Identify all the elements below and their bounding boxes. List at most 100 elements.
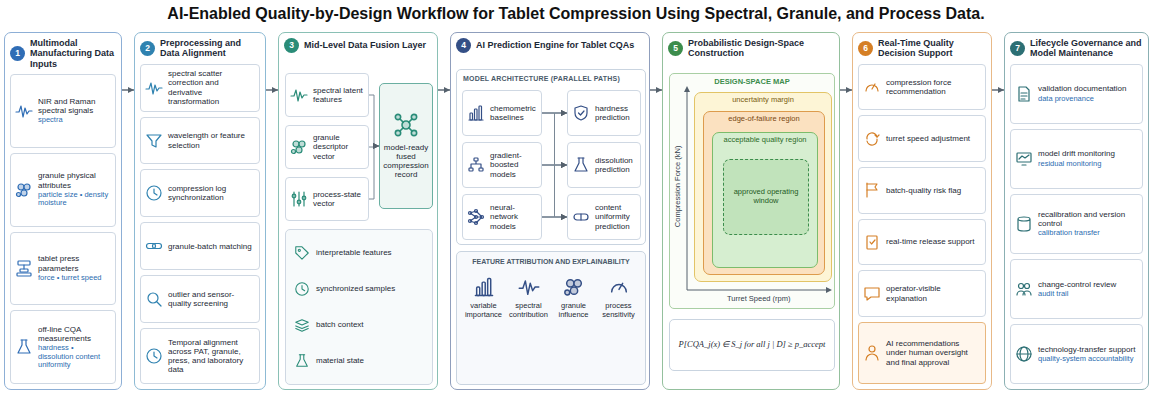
- panel-header: 2Preprocessing and Data Alignment: [140, 38, 260, 59]
- panel-heading: AI Prediction Engine for Tablet CQAs: [476, 40, 634, 50]
- panel-header: 3Mid-Level Data Fusion Layer: [284, 38, 432, 53]
- card-detail: particle size • density moisture: [38, 191, 111, 208]
- icon: [290, 138, 308, 156]
- card-text: chemometric baselines: [490, 104, 537, 122]
- card-label: turret speed adjustment: [886, 134, 970, 143]
- icon: [15, 259, 33, 277]
- list-row: batch context: [294, 317, 424, 333]
- step-card: wavelength or feature selection: [140, 117, 260, 165]
- connector: [542, 113, 567, 217]
- panel-heading: Mid-Level Data Fusion Layer: [304, 40, 426, 50]
- region-label: uncertainty margin: [697, 96, 829, 105]
- icon: [15, 338, 33, 356]
- card-label: hardness prediction: [595, 104, 636, 122]
- group-heading: MODEL ARCHITECTURE (PARALLEL PATHS): [463, 75, 639, 83]
- icon: [294, 317, 310, 333]
- card-text: batch-quality risk flag: [886, 186, 961, 195]
- connector: [542, 165, 567, 217]
- icon: [145, 184, 163, 202]
- card-text: tablet press parametersforce • turret sp…: [38, 254, 111, 282]
- icon: [473, 276, 495, 298]
- group-heading: FEATURE ATTRIBUTION AND EXPLAINABILITY: [462, 258, 640, 266]
- card-text: operator-visible explanation: [886, 284, 981, 302]
- icon: [518, 276, 540, 298]
- design-region: approved operating window: [723, 159, 809, 235]
- attribution-label: spectral contribution: [507, 302, 550, 319]
- icon: [467, 156, 485, 174]
- card-detail: quality-system accountability: [1038, 355, 1135, 364]
- connector: [992, 89, 1004, 90]
- step-card: NIR and Raman spectral signalsspectra: [10, 74, 116, 148]
- card-label: spectral scatter correction and derivati…: [168, 69, 255, 106]
- step-card: granule physical attributesparticle size…: [10, 153, 116, 227]
- formula-text: P[CQA_j(x) ∈ S_j for all j | D] ≥ p_acce…: [679, 340, 826, 350]
- model-group-box: MODEL ARCHITECTURE (PARALLEL PATHS) chemo…: [456, 69, 646, 245]
- icon: [294, 281, 310, 297]
- card-text: spectral latent features: [313, 86, 364, 104]
- stage-panel: 5Probabilistic Design-Space Construction…: [662, 32, 840, 390]
- card-text: compression force recommendation: [886, 78, 981, 96]
- connector: [542, 217, 567, 218]
- card-detail: hardness • dissolution content uniformit…: [38, 344, 111, 370]
- attribution-label: variable importance: [462, 302, 505, 319]
- card-label: real-time release support: [886, 237, 974, 246]
- card-label: neural-network models: [490, 203, 537, 231]
- card-text: dissolution prediction: [595, 156, 636, 174]
- attribution-item: spectral contribution: [507, 276, 550, 319]
- step-card: operator-visible explanation: [858, 270, 986, 317]
- title-holder: AI-Enabled Quality-by-Design Workflow fo…: [0, 5, 1152, 23]
- step-card: chemometric baselines: [462, 90, 542, 136]
- attribution-item: process sensitivity: [597, 276, 640, 319]
- icon: [863, 130, 881, 148]
- step-card: gradient-boosted models: [462, 142, 542, 188]
- list-row: material state: [294, 353, 424, 369]
- icon: [467, 104, 485, 122]
- attribution-grid: variable importancespectral contribution…: [462, 276, 640, 319]
- card-text: model drift monitoringresidual monitorin…: [1038, 149, 1115, 168]
- list-item: synchronized samples: [316, 284, 395, 293]
- card-text: spectral scatter correction and derivati…: [168, 69, 255, 106]
- step-card: compression force recommendation: [858, 64, 986, 111]
- card-text: process-state vector: [313, 190, 364, 208]
- design-region: uncertainty marginedge-of-failure region…: [694, 92, 832, 282]
- step-card: turret speed adjustment: [858, 115, 986, 162]
- icon: [294, 353, 310, 369]
- fused-record-box: model-ready fused compression record: [379, 83, 433, 209]
- diagram-title: AI-Enabled Quality-by-Design Workflow fo…: [0, 5, 1152, 23]
- card-text: outlier and sensor-quality screening: [168, 290, 255, 308]
- formula-box: P[CQA_j(x) ∈ S_j for all j | D] ≥ p_acce…: [669, 319, 835, 371]
- attribution-box: FEATURE ATTRIBUTION AND EXPLAINABILITY va…: [456, 251, 646, 385]
- connector: [266, 89, 278, 90]
- list-row: synchronized samples: [294, 281, 424, 297]
- card-label: Temporal alignment across PAT, granule, …: [168, 338, 255, 375]
- card-label: process-state vector: [313, 190, 364, 208]
- stage-panel: 1Multimodal Manufacturing Data InputsNIR…: [4, 32, 122, 390]
- card-detail: calibration transfer: [1038, 229, 1138, 238]
- fused-label: model-ready fused compression record: [383, 143, 429, 180]
- connector: [122, 89, 134, 90]
- icon: [15, 102, 33, 120]
- panel-heading: Preprocessing and Data Alignment: [160, 38, 260, 59]
- step-card: spectral scatter correction and derivati…: [140, 64, 260, 112]
- list-row: interpretable features: [294, 245, 424, 261]
- step-card: off-line CQA measurementshardness • diss…: [10, 310, 116, 384]
- step-card: dissolution prediction: [567, 142, 641, 188]
- card-text: turret speed adjustment: [886, 134, 970, 143]
- stage-panel: 7Lifecycle Governance and Model Maintena…: [1004, 32, 1149, 390]
- step-card: granule descriptor vector: [285, 125, 369, 169]
- icon: [145, 290, 163, 308]
- panel-header: 7Lifecycle Governance and Model Maintena…: [1010, 38, 1143, 59]
- icon: [1015, 85, 1033, 103]
- card-label: gradient-boosted models: [490, 151, 537, 179]
- icon: [572, 208, 590, 226]
- card-detail: residual monitoring: [1038, 160, 1115, 169]
- card-text: wavelength or feature selection: [168, 131, 255, 149]
- list-item: material state: [316, 356, 364, 365]
- step-card: AI recommendations under human oversight…: [858, 322, 986, 384]
- step-number: 6: [858, 41, 873, 56]
- card-detail: spectra: [38, 116, 111, 125]
- stage-panel: 6Real-Time Quality Decision Supportcompr…: [852, 32, 992, 390]
- step-card: granule-batch matching: [140, 222, 260, 270]
- icon: [15, 181, 33, 199]
